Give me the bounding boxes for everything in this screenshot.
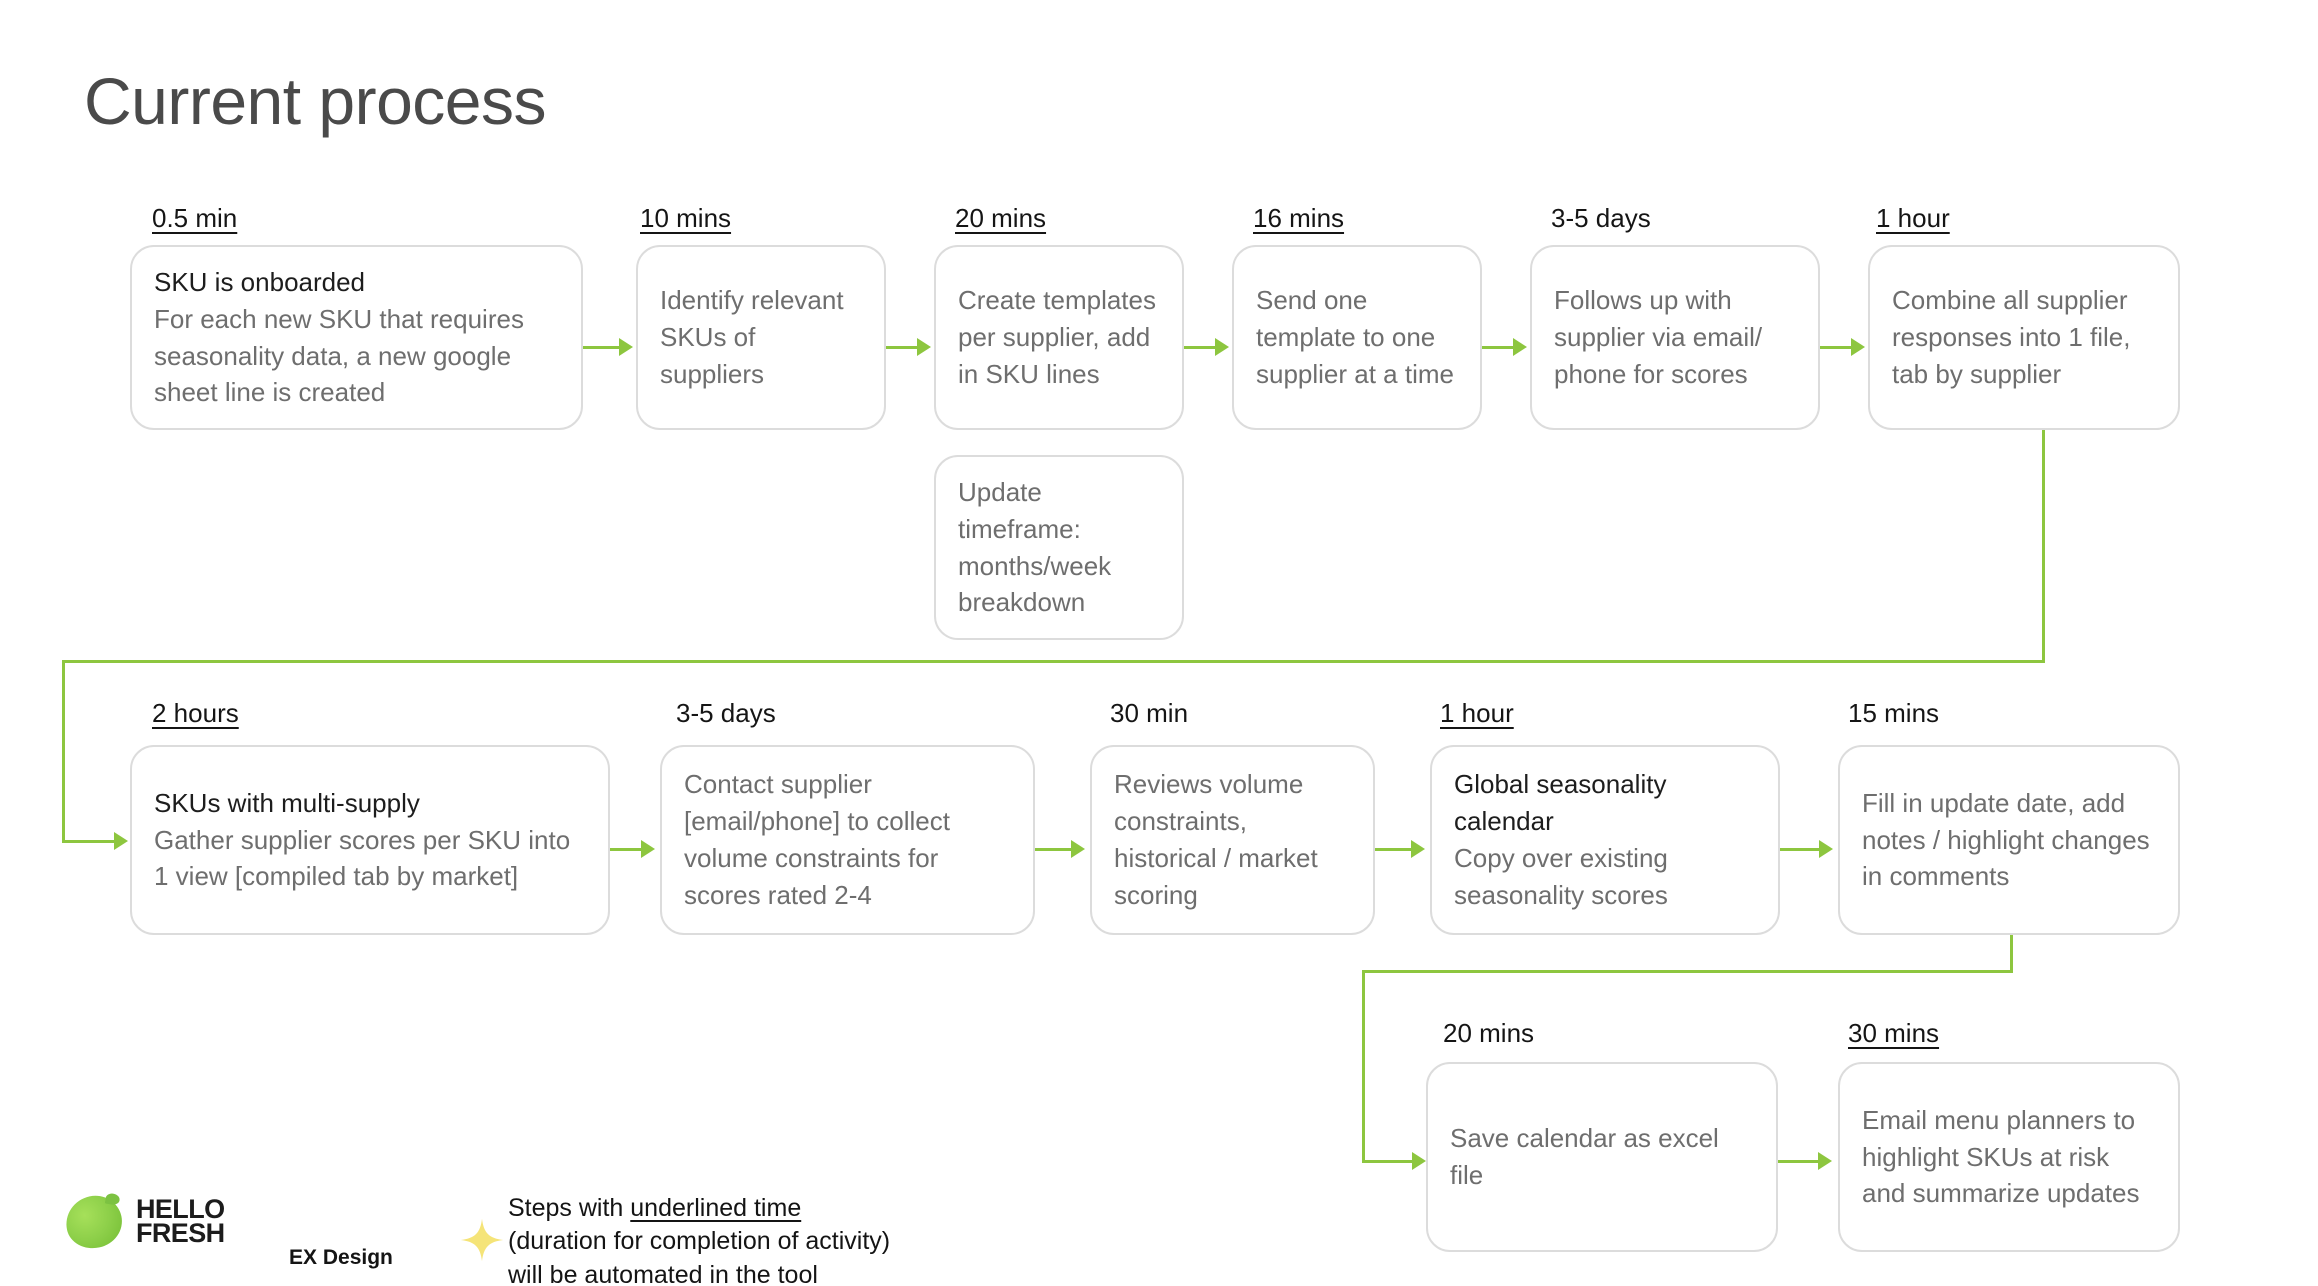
step-box-r2-1[interactable]: Contact supplier [email/phone] to collec… xyxy=(660,745,1035,935)
connector-r1-4-5 xyxy=(1820,346,1853,349)
sparkle-icon xyxy=(460,1218,504,1262)
time-label-r2-3: 1 hour xyxy=(1440,698,1514,728)
legend-underlined-term: underlined time xyxy=(630,1194,802,1222)
step-box-r1-1[interactable]: Identify relevant SKUs of suppliers xyxy=(636,245,886,430)
step-body: Reviews volume constraints, historical /… xyxy=(1114,769,1318,910)
connector-wrap1-drop xyxy=(62,660,65,842)
logo-line-2: FRESH xyxy=(136,1218,225,1248)
time-label-r1-1: 10 mins xyxy=(640,203,732,233)
connector-r2-2-3 xyxy=(1375,848,1413,851)
arrow-head-wrap1 xyxy=(114,832,128,850)
time-label-r2-0: 2 hours xyxy=(152,698,239,728)
connector-r1-1-2 xyxy=(886,346,919,349)
step-box-r1-5[interactable]: Combine all supplier responses into 1 fi… xyxy=(1868,245,2180,430)
legend-line-3: will be automated in the tool xyxy=(508,1260,818,1286)
step-body: Email menu planners to highlight SKUs at… xyxy=(1862,1104,2140,1209)
time-label-r2-4: 15 mins xyxy=(1848,698,1940,728)
step-body: Gather supplier scores per SKU into 1 vi… xyxy=(154,824,571,892)
legend-line-1: Steps with underlined time xyxy=(508,1192,890,1225)
step-body: Create templates per supplier, add in SK… xyxy=(958,285,1156,389)
connector-wrap1-across xyxy=(62,660,2045,663)
connector-wrap1-down xyxy=(2042,430,2045,662)
step-box-r2-2[interactable]: Reviews volume constraints, historical /… xyxy=(1090,745,1375,935)
step-box-r1-4[interactable]: Follows up with supplier via email/ phon… xyxy=(1530,245,1820,430)
step-body: Send one template to one supplier at a t… xyxy=(1256,285,1454,389)
step-box-r1-0[interactable]: SKU is onboarded For each new SKU that r… xyxy=(130,245,583,430)
connector-r1-0-1 xyxy=(583,346,621,349)
time-label-r1-3: 16 mins xyxy=(1253,203,1345,233)
legend-prefix: Steps with xyxy=(508,1194,631,1222)
step-body: Update timeframe: months/week breakdown xyxy=(958,476,1112,618)
step-box-r1-3[interactable]: Send one template to one supplier at a t… xyxy=(1232,245,1482,430)
arrow-head-wrap2 xyxy=(1412,1152,1426,1170)
step-body: Combine all supplier responses into 1 fi… xyxy=(1892,285,2131,389)
connector-r3-0-1 xyxy=(1778,1160,1820,1163)
legend-line-2: (duration for completion of activity) xyxy=(508,1227,891,1256)
connector-r2-1-2 xyxy=(1035,848,1073,851)
time-label-r1-2: 20 mins xyxy=(955,203,1047,233)
step-title: Global seasonality calendar xyxy=(1454,769,1667,837)
page-title: Current process xyxy=(84,64,547,138)
step-box-r2-0[interactable]: SKUs with multi-supply Gather supplier s… xyxy=(130,745,610,935)
connector-r2-3-4 xyxy=(1780,848,1821,851)
lime-icon xyxy=(61,1190,127,1254)
arrow-head-r1-1-2 xyxy=(917,338,931,356)
step-body: Follows up with supplier via email/ phon… xyxy=(1554,285,1763,389)
legend-note: Steps with underlined time (duration for… xyxy=(508,1192,890,1286)
step-body: For each new SKU that requires seasonali… xyxy=(154,303,524,408)
step-body: Copy over existing seasonality scores xyxy=(1454,843,1668,910)
connector-wrap2-down xyxy=(2010,935,2013,972)
step-box-r3-1[interactable]: Email menu planners to highlight SKUs at… xyxy=(1838,1062,2180,1252)
step-body: Fill in update date, add notes / highlig… xyxy=(1862,787,2150,892)
time-label-r1-4: 3-5 days xyxy=(1551,203,1651,233)
connector-r1-2-3 xyxy=(1184,346,1217,349)
hellofresh-logo: HELLO FRESH xyxy=(61,1190,225,1254)
time-label-r1-0: 0.5 min xyxy=(152,203,238,233)
connector-wrap2-drop xyxy=(1362,970,1365,1162)
step-box-r3-0[interactable]: Save calendar as excel file xyxy=(1426,1062,1778,1252)
step-body: Contact supplier [email/phone] to collec… xyxy=(684,769,950,910)
time-label-r3-1: 30 mins xyxy=(1848,1018,1940,1048)
arrow-head-r2-2-3 xyxy=(1411,840,1425,858)
step-box-r2-3[interactable]: Global seasonality calendar Copy over ex… xyxy=(1430,745,1780,935)
step-box-r2-4[interactable]: Fill in update date, add notes / highlig… xyxy=(1838,745,2180,935)
time-label-r2-2: 30 min xyxy=(1110,698,1189,728)
step-box-r1-sub-0[interactable]: Update timeframe: months/week breakdown xyxy=(934,455,1184,640)
arrow-head-r2-3-4 xyxy=(1819,840,1833,858)
connector-r2-0-1 xyxy=(610,848,643,851)
arrow-head-r3-0-1 xyxy=(1818,1152,1832,1170)
arrow-head-r1-2-3 xyxy=(1215,338,1229,356)
step-box-r1-2[interactable]: Create templates per supplier, add in SK… xyxy=(934,245,1184,430)
step-body: Save calendar as excel file xyxy=(1450,1123,1719,1190)
logo-line-1: HELLO xyxy=(136,1194,225,1225)
connector-wrap2-across xyxy=(1362,970,2013,973)
time-label-r3-0: 20 mins xyxy=(1443,1018,1535,1048)
brand-subtitle: EX Design xyxy=(289,1246,393,1269)
connector-wrap2-in xyxy=(1362,1160,1414,1163)
arrow-head-r2-0-1 xyxy=(641,840,655,858)
arrow-head-r1-4-5 xyxy=(1851,338,1865,356)
time-label-r1-5: 1 hour xyxy=(1876,203,1950,233)
time-label-r2-1: 3-5 days xyxy=(676,698,776,728)
arrow-head-r2-1-2 xyxy=(1071,840,1085,858)
connector-r1-3-4 xyxy=(1482,346,1515,349)
logo-wordmark: HELLO FRESH xyxy=(136,1194,225,1248)
step-body: Identify relevant SKUs of suppliers xyxy=(660,285,844,389)
connector-wrap1-in xyxy=(62,840,116,843)
step-title: SKUs with multi-supply xyxy=(154,787,420,818)
arrow-head-r1-3-4 xyxy=(1513,338,1527,356)
arrow-head-r1-0-1 xyxy=(619,338,633,356)
step-title: SKU is onboarded xyxy=(154,266,366,297)
